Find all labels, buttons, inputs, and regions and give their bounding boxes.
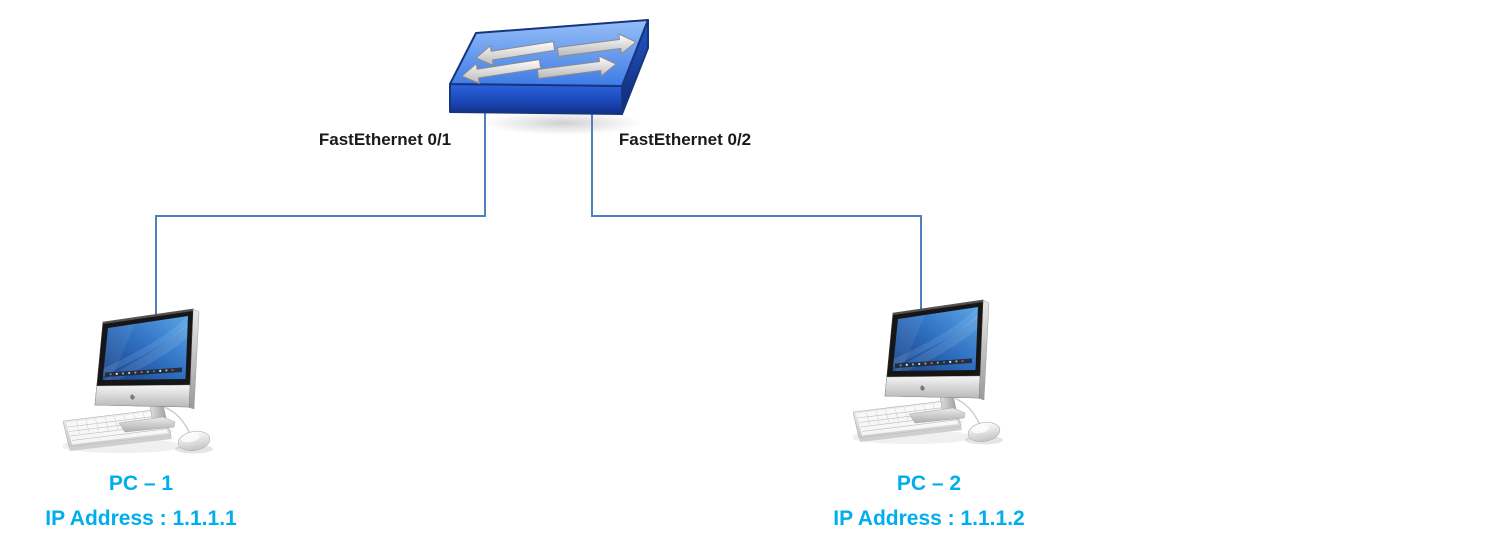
pc2-label-block: PC – 2 IP Address : 1.1.1.2 [780,466,1078,536]
port-label-fastethernet-0-2: FastEthernet 0/2 [618,130,752,149]
pc2-imac-icon [853,294,1063,454]
ethernet-switch-icon [449,19,649,115]
pc1-name: PC – 1 [108,472,174,495]
pc1-label-block: PC – 1 IP Address : 1.1.1.1 [0,466,282,536]
pc1-ip-address: IP Address : 1.1.1.1 [45,507,237,530]
port-label-fastethernet-0-1: FastEthernet 0/1 [318,130,452,149]
link-switch-to-pc1 [155,112,486,320]
switch-shadow [483,111,643,135]
switch-arrows-icon [461,33,637,84]
link-switch-to-pc2 [591,112,922,312]
pc2-ip-address: IP Address : 1.1.1.2 [833,507,1025,530]
pc2-name: PC – 2 [896,472,962,495]
switch-front-face [449,83,623,115]
pc1-imac-icon [63,303,273,463]
